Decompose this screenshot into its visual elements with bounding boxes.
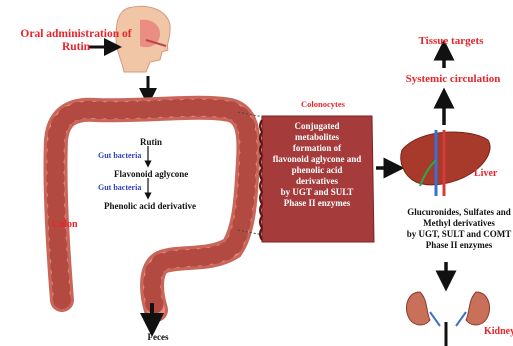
- kidney-icon: [407, 292, 490, 326]
- liver-text-line: Glucuronides, Sulfates and: [398, 207, 513, 218]
- colonocytes-line: formation of: [264, 143, 370, 154]
- colonocytes-text: Conjugated metabolites formation of flav…: [264, 121, 370, 209]
- kidney-label: Kidney: [484, 326, 513, 337]
- colonocytes-line: Conjugated: [264, 121, 370, 132]
- phenolic-acid-label: Phenolic acid derivative: [104, 201, 196, 211]
- flavonoid-aglycone-label: Flavonoid aglycone: [114, 169, 188, 179]
- liver-text-line: by UGT, SULT and COMT: [398, 229, 513, 240]
- oral-administration-label: Oral administration of Rutin: [6, 28, 146, 54]
- gut-bacteria-label-1: Gut bacteria: [98, 151, 141, 160]
- systemic-circulation-label: Systemic circulation: [397, 73, 509, 85]
- liver-icon: [401, 130, 490, 196]
- gut-bacteria-label-2: Gut bacteria: [98, 183, 141, 192]
- liver-label: Liver: [474, 168, 497, 179]
- colonocytes-line: by UGT and SULT: [264, 187, 370, 198]
- colonocytes-line: metabolites: [264, 132, 370, 143]
- colonocytes-line: phenolic acid: [264, 165, 370, 176]
- rutin-label: Rutin: [140, 137, 162, 147]
- feces-label: Feces: [128, 332, 188, 342]
- colonocytes-label: Colonocytes: [278, 99, 368, 109]
- colonocytes-line: Phase II enzymes: [264, 198, 370, 209]
- liver-metabolites-text: Glucuronides, Sulfates and Methyl deriva…: [398, 207, 513, 251]
- liver-text-line: Methyl derivatives: [398, 218, 513, 229]
- colon-label: Colon: [52, 219, 78, 230]
- colonocytes-line: flavonoid aglycone and: [264, 154, 370, 165]
- tissue-targets-label: Tissue targets: [405, 35, 497, 47]
- colonocytes-line: derivatives: [264, 176, 370, 187]
- liver-text-line: Phase II enzymes: [398, 240, 513, 251]
